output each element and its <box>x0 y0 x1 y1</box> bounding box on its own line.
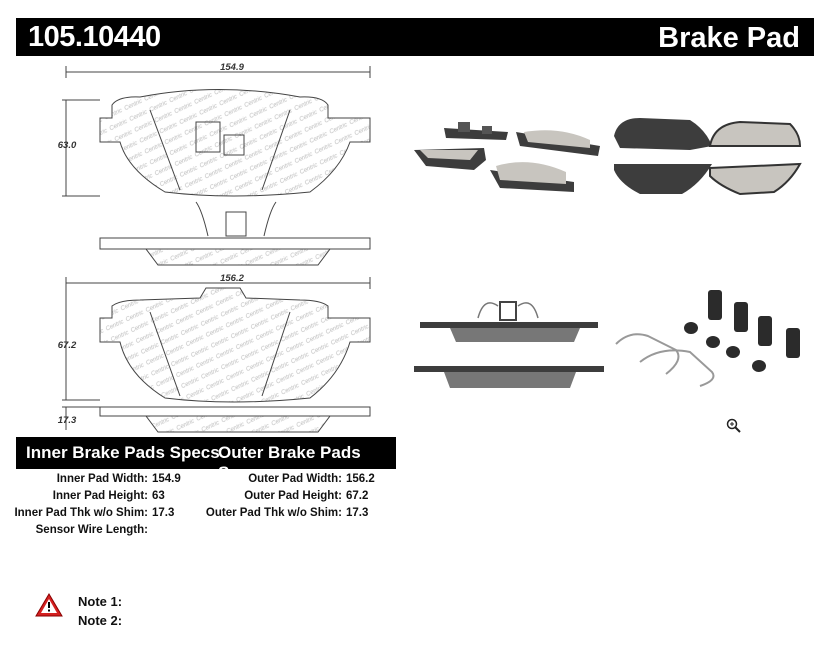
photo-hardware-kit <box>615 290 800 387</box>
outer-height-dim: 67.2 <box>58 340 77 351</box>
header-bar: 105.10440 Brake Pad <box>16 18 814 56</box>
spec-label: Outer Pad Height: <box>244 490 342 502</box>
thickness-dim: 17.3 <box>58 415 77 426</box>
spec-value: 67.2 <box>346 490 369 502</box>
spec-label: Outer Pad Width: <box>248 473 342 485</box>
specs-header: Inner Brake Pads Specs Outer Brake Pads … <box>16 437 396 482</box>
spec-value: 63 <box>152 490 165 502</box>
spec-label: Outer Pad Thk w/o Shim: <box>205 507 342 519</box>
inner-height-dim: 63.0 <box>58 140 77 151</box>
inner-pad-side-view <box>99 201 371 266</box>
part-number: 105.10440 <box>28 21 161 53</box>
spec-value: 156.2 <box>346 473 375 485</box>
inner-pad-drawing <box>62 66 371 197</box>
warning-triangle-icon <box>35 593 63 617</box>
photo-pads-angled <box>414 122 600 192</box>
outer-width-dim: 156.2 <box>220 273 244 284</box>
outer-pad-side-view <box>62 406 371 433</box>
spec-value: 17.3 <box>346 507 369 519</box>
product-type: Brake Pad <box>658 22 800 54</box>
spec-value: 17.3 <box>152 507 175 519</box>
inner-specs-title: Inner Brake Pads Specs <box>26 443 220 462</box>
photo-pads-side <box>414 301 604 388</box>
note-2: Note 2: <box>78 613 123 628</box>
inner-width-dim: 154.9 <box>220 62 244 73</box>
spec-label: Sensor Wire Length: <box>35 524 148 536</box>
spec-value: 154.9 <box>152 473 181 485</box>
zoom-in-icon[interactable] <box>726 418 742 434</box>
photo-pads-flat <box>614 118 802 196</box>
spec-label: Inner Pad Thk w/o Shim: <box>14 507 148 519</box>
outer-specs-title: Outer Brake Pads Specs <box>218 443 361 482</box>
note-1: Note 1: <box>78 594 123 609</box>
spec-label: Inner Pad Width: <box>56 473 148 485</box>
outer-pad-drawing <box>62 277 371 403</box>
spec-label: Inner Pad Height: <box>52 490 148 502</box>
